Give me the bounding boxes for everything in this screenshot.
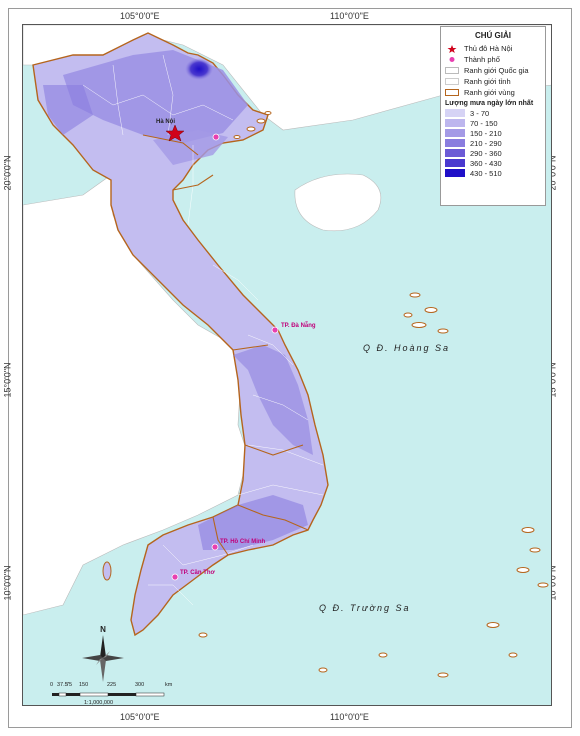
legend-swatch (445, 129, 465, 137)
map-svg (23, 25, 551, 678)
legend-class-label: 150 - 210 (470, 128, 502, 138)
legend-swatch (445, 119, 465, 127)
legend-row-region-border: Ranh giới vùng (441, 87, 545, 98)
laos-thailand-land (23, 174, 249, 616)
scale-tick: 0 (50, 682, 54, 688)
scale-tick: 75 (66, 682, 73, 688)
legend-swatch (445, 159, 465, 167)
legend-class-label: 3 - 70 (470, 108, 490, 118)
legend-class-row: 3 - 70 (441, 108, 545, 118)
legend-row-national-border: Ranh giới Quốc gia (441, 65, 545, 76)
coord-top-105: 105°0'0"E (120, 11, 160, 21)
red-star-icon (447, 45, 457, 53)
legend-class-row: 430 - 510 (441, 168, 545, 178)
scale-ticks: 0 37.5 75 150 225 300 km (50, 682, 200, 688)
legend-class-row: 360 - 430 (441, 158, 545, 168)
coord-left-15: 15°0'0"N (2, 362, 13, 398)
coord-left-10: 10°0'0"N (2, 565, 13, 601)
hoang-sa-islands (403, 292, 449, 334)
scale-unit: km (165, 682, 173, 688)
legend-swatch (445, 109, 465, 117)
coord-left-20: 20°0'0"N (2, 155, 13, 191)
legend-class-row: 210 - 290 (441, 138, 545, 148)
legend-swatch (445, 139, 465, 147)
can-tho-label: TP. Cần Thơ (180, 570, 215, 576)
legend-class-label: 360 - 430 (470, 158, 502, 168)
legend-class-label: 210 - 290 (470, 138, 502, 148)
scale-tick: 150 (79, 682, 89, 688)
ha-noi-label: Hà Nội (156, 119, 176, 125)
coord-top-110: 110°0'0"E (330, 11, 369, 21)
legend-swatch (445, 149, 465, 157)
scale-tick: 300 (135, 682, 145, 688)
hcm-label: TP. Hồ Chí Minh (220, 539, 266, 545)
coord-bottom-110: 110°0'0"E (330, 712, 369, 722)
brown-box-icon (445, 89, 459, 96)
legend-row-city: Thành phố (441, 54, 545, 65)
legend-row-capital: Thủ đô Hà Nội (441, 43, 545, 54)
grey-box-icon (445, 67, 459, 74)
north-arrow-icon: N (82, 625, 124, 682)
hoang-sa-label: Q Đ. Hoàng Sa (363, 343, 451, 353)
city-hcm-dot (211, 543, 219, 551)
region-boundaries (142, 134, 309, 556)
scale-bar: 0 37.5 75 150 225 300 km 1:1,000,000 (50, 682, 180, 706)
grey-box-icon (445, 78, 459, 85)
zone-south-east (198, 495, 308, 550)
legend-class-row: 150 - 210 (441, 128, 545, 138)
legend-label-capital: Thủ đô Hà Nội (464, 44, 513, 53)
da-nang-label: TP. Đà Nẵng (281, 323, 316, 329)
zone-northwest (43, 85, 93, 135)
pink-dot-icon (449, 57, 455, 62)
hainan-island (294, 173, 382, 232)
legend-label-city: Thành phố (464, 55, 500, 64)
legend-label-national-border: Ranh giới Quốc gia (464, 66, 529, 75)
legend-box: CHÚ GIẢI Thủ đô Hà Nội Thành phố Ranh gi… (440, 26, 546, 206)
phu-quoc-island (102, 561, 112, 581)
zone-central-coast (233, 345, 313, 455)
legend-class-label: 430 - 510 (470, 168, 502, 178)
city-hai-phong-dot (212, 133, 220, 141)
legend-rain-classes: 3 - 70 70 - 150 150 - 210 210 - 290 290 … (441, 108, 545, 178)
scale-tick: 225 (107, 682, 117, 688)
province-boundaries (82, 54, 324, 606)
scale-tick: 37.5 (57, 682, 68, 688)
legend-class-row: 70 - 150 (441, 118, 545, 128)
capital-star-icon (165, 124, 185, 142)
truong-sa-label: Q Đ. Trường Sa (319, 603, 411, 613)
northeast-coast-islands (233, 111, 272, 139)
legend-swatch (445, 169, 465, 177)
legend-rain-title: Lượng mưa ngày lớn nhất (445, 100, 534, 107)
truong-sa-islands (198, 527, 549, 678)
scale-ratio: 1:1,000,000 (84, 700, 114, 706)
coord-bottom-105: 105°0'0"E (120, 712, 160, 722)
legend-row-province-border: Ranh giới tỉnh (441, 76, 545, 87)
city-can-tho-dot (171, 573, 179, 581)
legend-label-region-border: Ranh giới vùng (464, 88, 515, 97)
legend-label-province-border: Ranh giới tỉnh (464, 77, 511, 86)
legend-class-label: 290 - 360 (470, 148, 502, 158)
rain-hotspot (185, 58, 213, 80)
legend-class-row: 290 - 360 (441, 148, 545, 158)
city-da-nang-dot (271, 326, 279, 334)
scale-bar-graphic (52, 692, 165, 697)
legend-class-label: 70 - 150 (470, 118, 498, 128)
legend-title: CHÚ GIẢI (475, 31, 511, 40)
compass-north-label: N (100, 625, 106, 634)
